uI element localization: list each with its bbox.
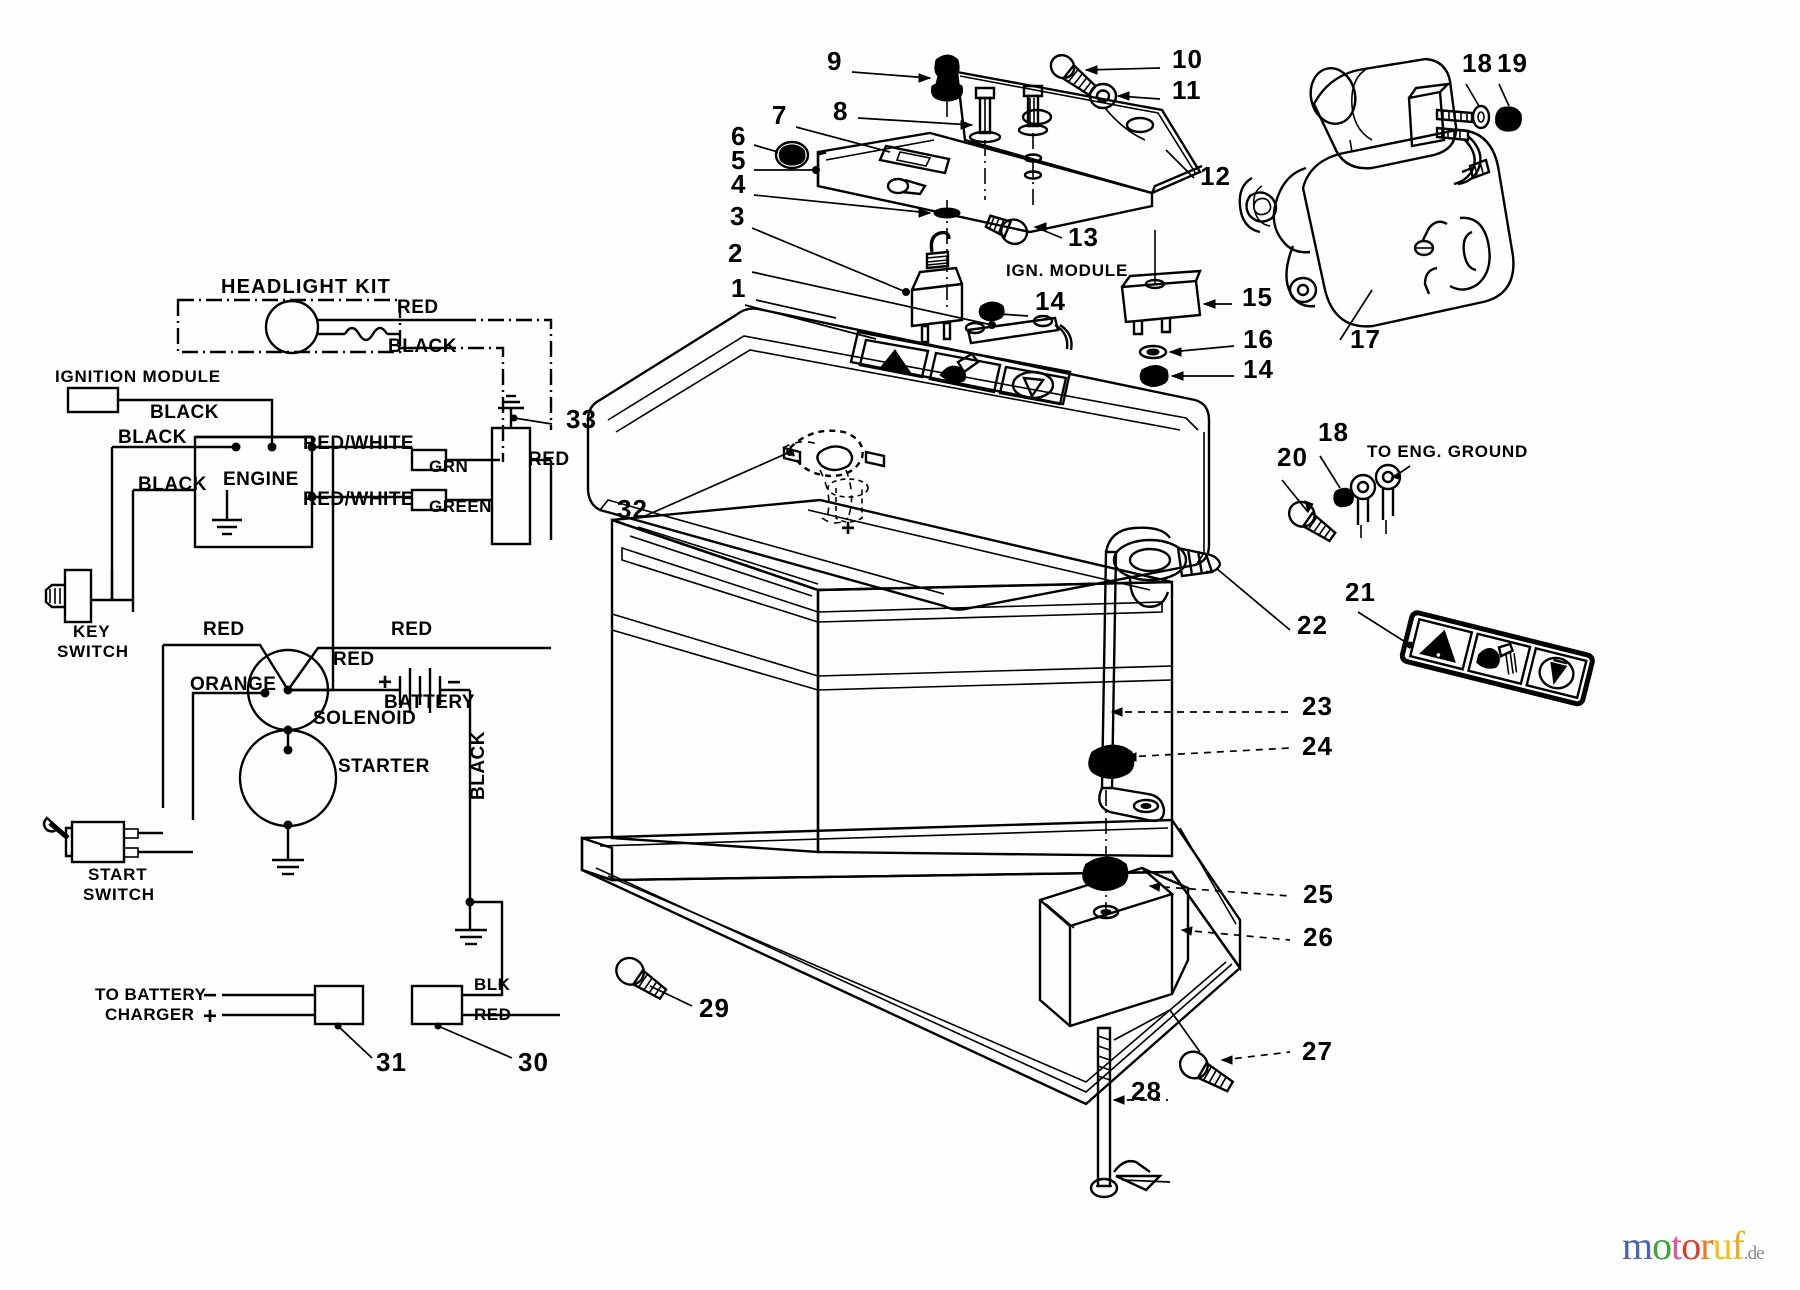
callout-number-27: 27 (1302, 1036, 1333, 1066)
wire-label-red-short: RED (474, 1005, 511, 1024)
wire-label-orange: ORANGE (190, 674, 276, 695)
label-to-eng-ground: TO ENG. GROUND (1367, 442, 1528, 461)
callout-number-24: 24 (1302, 731, 1333, 761)
callout-number-21: 21 (1345, 577, 1376, 607)
callout-number-13: 13 (1068, 222, 1099, 252)
callout-number-7: 7 (772, 100, 787, 130)
callout-number-3: 3 (730, 201, 745, 231)
watermark-letter: t (1671, 1223, 1682, 1268)
callout-number-5: 5 (731, 145, 746, 175)
callout-number-29: 29 (699, 993, 730, 1023)
wire-label-eng-black-lower: BLACK (138, 474, 207, 495)
battery-minus-sign: − (447, 669, 461, 696)
callout-number-20: 20 (1277, 442, 1308, 472)
wire-label-eng-black-upper: BLACK (118, 427, 187, 448)
motoruf-watermark: motoruf.de (1622, 1223, 1765, 1268)
callout-number-23: 23 (1302, 691, 1333, 721)
wire-label-hl-red: RED (397, 297, 439, 318)
wire-label-bat-red: RED (333, 649, 375, 670)
label-to-battery-charger-2: CHARGER (105, 1005, 194, 1024)
watermark-letter: m (1622, 1223, 1653, 1268)
label-to-battery-charger-1: TO BATTERY (95, 985, 207, 1004)
wire-label-right-red: RED (528, 449, 570, 470)
callout-number-26: 26 (1303, 922, 1334, 952)
watermark-letter: o (1681, 1223, 1701, 1268)
callout-number-11: 11 (1172, 75, 1202, 105)
label-headlight-kit: HEADLIGHT KIT (221, 276, 391, 298)
wire-label-black-vertical: BLACK (468, 731, 489, 800)
callout-number-2: 2 (728, 238, 743, 268)
callout-number-28: 28 (1131, 1076, 1162, 1106)
label-battery: BATTERY (384, 692, 475, 713)
callout-number-16: 16 (1243, 324, 1274, 354)
callout-number-12: 12 (1200, 161, 1231, 191)
wire-label-ign-black: BLACK (150, 402, 219, 423)
callout-number-4: 4 (731, 169, 746, 199)
label-start-switch-1: START (88, 865, 147, 884)
wire-label-red-white-upper: RED/WHITE (303, 433, 414, 454)
callout-number-17: 17 (1350, 324, 1381, 354)
callout-number-31: 31 (376, 1047, 407, 1077)
wire-label-blk-short: BLK (474, 975, 511, 994)
wire-label-grn: GRN (429, 457, 468, 476)
wire-label-green: GREEN (429, 497, 492, 516)
callout-number-18b: 18 (1318, 417, 1349, 447)
callout-number-1: 1 (731, 273, 746, 303)
label-engine: ENGINE (223, 469, 299, 490)
callout-number-30: 30 (518, 1047, 549, 1077)
callout-number-14b: 14 (1243, 354, 1274, 384)
callout-number-18a: 18 (1462, 48, 1493, 78)
battery-plus-sign: + (378, 669, 392, 696)
label-ign-module: IGN. MODULE (1006, 261, 1128, 280)
label-starter: STARTER (338, 756, 430, 777)
watermark-letter: r (1700, 1223, 1713, 1268)
label-key-switch-2: SWITCH (57, 642, 129, 661)
charger-minus-sign: − (203, 982, 217, 1009)
wire-label-hl-black: BLACK (388, 336, 457, 357)
wire-label-sol-red-left: RED (203, 619, 245, 640)
watermark-letter: o (1652, 1223, 1672, 1268)
wire-label-red-white-lower: RED/WHITE (303, 489, 414, 510)
callout-number-32: 32 (617, 494, 648, 524)
battery-positive-marker: + (841, 515, 855, 542)
callout-number-14a: 14 (1035, 286, 1066, 316)
label-ignition-module: IGNITION MODULE (55, 367, 221, 386)
label-key-switch-1: KEY (73, 622, 110, 641)
callout-number-19: 19 (1497, 48, 1528, 78)
label-solenoid: SOLENOID (313, 708, 416, 729)
watermark-letter: u (1712, 1223, 1733, 1268)
callout-number-6: 6 (731, 121, 746, 151)
wire-label-sol-red-right: RED (391, 619, 433, 640)
callout-number-33: 33 (566, 404, 597, 434)
charger-plus-sign: + (203, 1003, 217, 1030)
callout-number-25: 25 (1303, 879, 1334, 909)
callout-number-22: 22 (1297, 610, 1328, 640)
callout-number-15: 15 (1242, 282, 1273, 312)
callout-number-9: 9 (827, 46, 842, 76)
watermark-letter: f (1731, 1223, 1745, 1268)
callout-number-8: 8 (833, 96, 848, 126)
callout-number-10: 10 (1172, 44, 1203, 74)
label-start-switch-2: SWITCH (83, 885, 155, 904)
